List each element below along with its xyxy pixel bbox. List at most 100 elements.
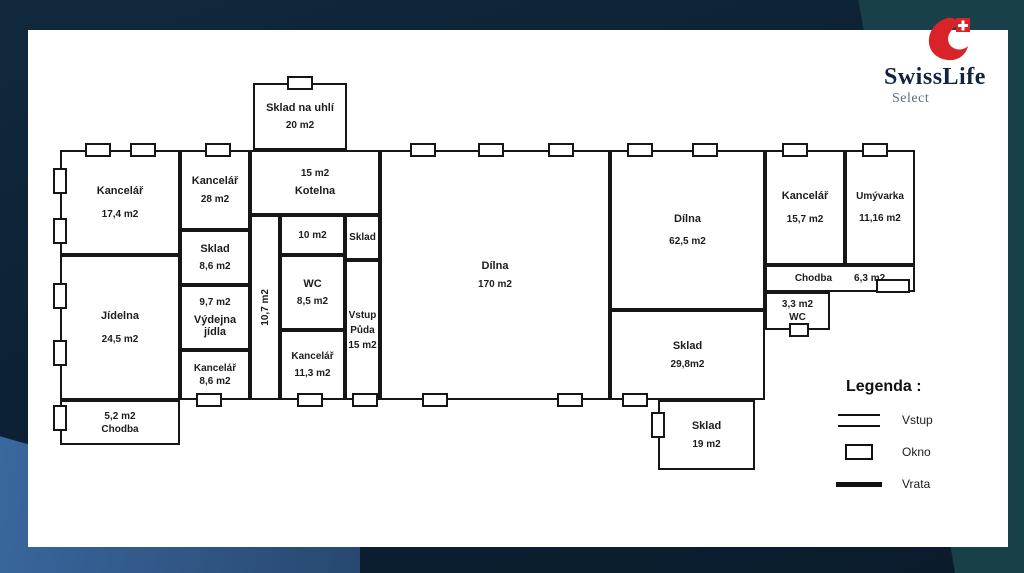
- window-symbol: [85, 143, 111, 157]
- room-sklad-8-6: Sklad 8,6 m2: [180, 230, 250, 285]
- window-symbol: [297, 393, 323, 407]
- room-area: 5,2 m2: [104, 410, 136, 422]
- window-symbol: [53, 283, 67, 309]
- room-kancelar-15-7: Kancelář 15,7 m2: [765, 150, 845, 265]
- door-symbol: [789, 323, 809, 337]
- room-area: 9,7 m2: [199, 296, 231, 308]
- room-area: 8,6 m2: [199, 376, 231, 387]
- room-area: 24,5 m2: [101, 333, 139, 345]
- legend-title: Legenda :: [846, 378, 922, 395]
- window-symbol: [862, 143, 888, 157]
- room-name: Kancelář: [193, 363, 237, 374]
- room-umyvarka: Umývarka 11,16 m2: [845, 150, 915, 265]
- window-symbol: [53, 405, 67, 431]
- room-name: Kotelna: [294, 184, 336, 197]
- window-symbol: [692, 143, 718, 157]
- room-name: Výdejna jídla: [193, 313, 237, 338]
- room-area: 6,3 m2: [854, 273, 886, 284]
- window-symbol: [352, 393, 378, 407]
- room-name-line2: Půda: [350, 324, 375, 336]
- room-sklad-29-8: Sklad 29,8m2: [610, 310, 765, 400]
- door-symbol: [651, 412, 665, 438]
- room-area: 62,5 m2: [669, 236, 706, 248]
- window-symbol: [622, 393, 648, 407]
- room-name: Dílna: [481, 260, 509, 273]
- room-name: Kancelář: [291, 351, 334, 362]
- legend: Legenda : Vstup Okno Vrata: [832, 378, 982, 506]
- room-jidelna: Jídelna 24,5 m2: [60, 255, 180, 400]
- legend-item-vstup: Vstup: [832, 410, 982, 430]
- room-dilna-170: Dílna 170 m2: [380, 150, 610, 400]
- room-area: 17,4 m2: [101, 208, 139, 220]
- window-symbol: [627, 143, 653, 157]
- window-symbol: [422, 393, 448, 407]
- window-symbol: [478, 143, 504, 157]
- room-name: WC: [789, 312, 806, 323]
- logo-brand-text: SwissLife: [884, 64, 986, 90]
- room-area: 170 m2: [478, 278, 512, 290]
- window-symbol: [287, 76, 313, 90]
- window-symbol: [557, 393, 583, 407]
- window-legend-icon: [845, 444, 873, 460]
- window-symbol: [53, 340, 67, 366]
- room-chodba-6-3: Chodba 6,3 m2: [765, 265, 915, 292]
- room-wc-8-5: WC 8,5 m2: [280, 255, 345, 330]
- room-area: 28 m2: [200, 193, 230, 205]
- room-dilna-62-5: Dílna 62,5 m2: [610, 150, 765, 310]
- legend-label: Okno: [902, 445, 931, 459]
- legend-label: Vstup: [902, 413, 933, 427]
- entrance-legend-icon: [838, 413, 880, 427]
- room-name: Sklad na uhlí: [266, 101, 334, 114]
- window-symbol: [196, 393, 222, 407]
- swisslife-logo: SwissLife Select: [884, 16, 1012, 107]
- room-area: 19 m2: [692, 438, 721, 450]
- room-kancelar-11-3: Kancelář 11,3 m2: [280, 330, 345, 400]
- room-kancelar-17-4: Kancelář 17,4 m2: [60, 150, 180, 255]
- room-name: WC: [303, 277, 322, 290]
- room-kancelar-28: Kancelář 28 m2: [180, 150, 250, 230]
- window-symbol: [782, 143, 808, 157]
- room-name: Sklad: [200, 242, 230, 255]
- room-name: Chodba: [794, 273, 833, 284]
- window-symbol: [130, 143, 156, 157]
- room-area: 11,16 m2: [859, 213, 901, 224]
- floorplan-card: [28, 30, 1008, 547]
- room-name: Umývarka: [856, 191, 904, 202]
- gate-legend-icon: [836, 481, 882, 487]
- room-name: Sklad: [349, 232, 376, 243]
- room-area: 15 m2: [348, 339, 377, 351]
- legend-label: Vrata: [902, 477, 931, 491]
- room-area: 15 m2: [300, 167, 330, 179]
- room-name: Jídelna: [101, 310, 139, 323]
- room-area: 20 m2: [285, 120, 315, 132]
- room-name: Sklad: [672, 340, 703, 353]
- room-name: Kancelář: [781, 190, 829, 203]
- window-symbol: [548, 143, 574, 157]
- room-area: 8,5 m2: [296, 296, 329, 308]
- room-area: 10,7 m2: [259, 289, 271, 326]
- legend-item-vrata: Vrata: [832, 474, 982, 494]
- room-chodba-10-7: 10,7 m2: [250, 215, 280, 400]
- window-symbol: [205, 143, 231, 157]
- room-area: 8,6 m2: [199, 261, 231, 273]
- entrance-symbol: [876, 279, 910, 293]
- room-10m2: 10 m2: [280, 215, 345, 255]
- room-vydejna-jidla: 9,7 m2 Výdejna jídla: [180, 285, 250, 350]
- window-symbol: [53, 218, 67, 244]
- room-area: 11,3 m2: [294, 368, 331, 379]
- window-symbol: [410, 143, 436, 157]
- room-name: Kancelář: [96, 185, 144, 198]
- room-sklad-19: Sklad 19 m2: [658, 400, 755, 470]
- window-symbol: [53, 168, 67, 194]
- room-sklad-na-uhli: Sklad na uhlí 20 m2: [253, 83, 347, 150]
- legend-item-okno: Okno: [832, 442, 982, 462]
- room-area: 3,3 m2: [781, 299, 814, 310]
- room-vstup-puda: Vstup Půda 15 m2: [345, 260, 380, 400]
- room-name: Dílna: [674, 212, 701, 225]
- room-area: 10 m2: [298, 229, 327, 241]
- room-sklad-maly: Sklad: [345, 215, 380, 260]
- room-chodba-5-2: 5,2 m2 Chodba: [60, 400, 180, 445]
- room-area: 15,7 m2: [786, 213, 824, 225]
